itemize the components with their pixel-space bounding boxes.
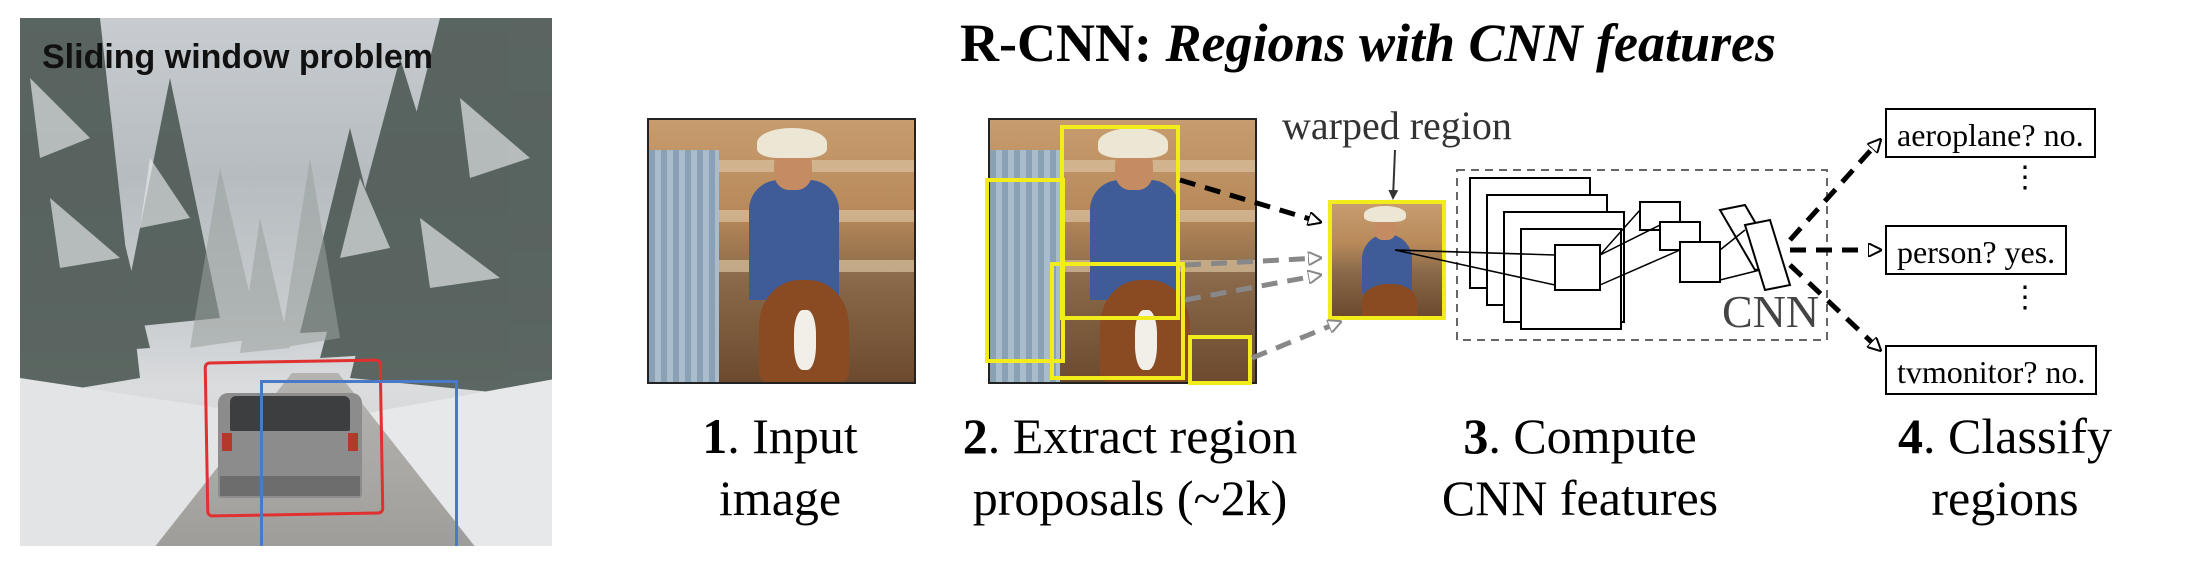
cnn-dashed-box <box>1456 169 1828 341</box>
arrow-proposal-4 <box>1251 322 1340 361</box>
class-tvmonitor: tvmonitor? no. <box>1885 345 2098 395</box>
warped-region-image <box>1332 204 1442 316</box>
taillight-right <box>348 433 358 451</box>
step-1-label: 1. Input image <box>675 405 885 529</box>
step-3-line2: CNN features <box>1441 470 1719 526</box>
car-rear-window <box>230 396 350 431</box>
car-bumper <box>220 476 360 496</box>
class-aeroplane: aeroplane? no. <box>1885 108 2096 158</box>
ellipsis-1: ⋮ <box>2010 161 2040 194</box>
sliding-window-title: Sliding window problem <box>42 38 433 76</box>
step-3-number: 3 <box>1463 408 1489 464</box>
warped-region-label: warped region <box>1282 103 1512 148</box>
step-1-number: 1 <box>702 408 728 464</box>
step-1-title: . Input <box>727 408 858 464</box>
arrow-proposal-main <box>1179 177 1320 222</box>
rcnn-title-plain: R-CNN: <box>960 13 1166 73</box>
proposal-box-horse <box>1050 262 1185 380</box>
blue-sliding-window-box <box>260 380 458 546</box>
step-2-line2: proposals (~2k) <box>972 470 1288 526</box>
cnn-layers <box>1469 177 1792 330</box>
warped-label-pointer <box>1388 149 1399 200</box>
forest-illustration <box>20 18 552 398</box>
step-4-label: 4. Classify regions <box>1870 405 2140 529</box>
step-4-line2: regions <box>1931 470 2079 526</box>
step-2-title: . Extract region <box>987 408 1298 464</box>
step-3-label: 3. Compute CNN features <box>1415 405 1745 529</box>
cnn-connections <box>1394 209 1761 286</box>
proposal-box-left <box>985 178 1065 363</box>
arrow-to-aeroplane <box>1788 140 1880 242</box>
cnn-label: CNN <box>1722 286 1820 337</box>
rcnn-title: R-CNN: Regions with CNN features <box>960 12 1776 74</box>
snowy-road-photo <box>20 18 552 546</box>
region-proposals-image <box>988 118 1257 384</box>
arrow-proposal-3 <box>1184 275 1320 303</box>
rcnn-title-italic: Regions with CNN features <box>1165 13 1777 73</box>
arrow-proposal-2 <box>1184 258 1320 268</box>
step-2-number: 2 <box>962 408 988 464</box>
step-2-label: 2. Extract region proposals (~2k) <box>930 405 1330 529</box>
ellipsis-2: ⋮ <box>2010 281 2040 314</box>
taillight-left <box>222 433 232 451</box>
class-person: person? yes. <box>1885 225 2068 275</box>
proposal-box-small <box>1188 335 1252 385</box>
input-image <box>647 118 916 384</box>
arrow-to-tvmonitor <box>1788 263 1880 350</box>
step-4-title: . Classify <box>1923 408 2112 464</box>
step-3-title: . Compute <box>1488 408 1697 464</box>
step-1-line2: image <box>718 470 842 526</box>
step-4-number: 4 <box>1898 408 1924 464</box>
